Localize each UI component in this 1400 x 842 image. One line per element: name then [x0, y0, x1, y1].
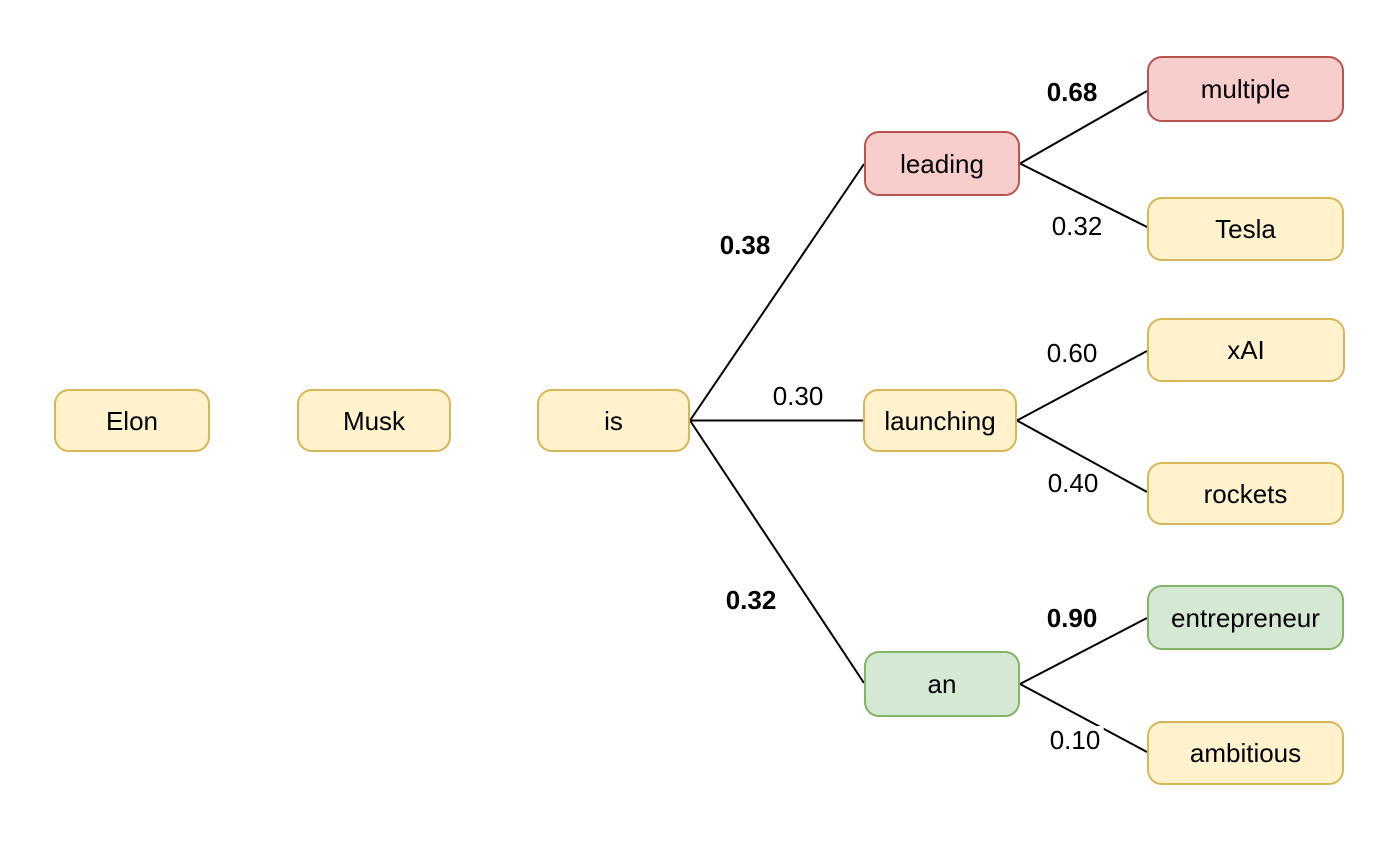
- edge-leading-multiple: [1019, 90, 1148, 165]
- edge-an-ambitious: [1019, 683, 1148, 753]
- edge-label-is-an: 0.32: [722, 586, 780, 614]
- node-tesla: Tesla: [1147, 197, 1344, 261]
- edge-label-launching-rockets: 0.40: [1044, 469, 1102, 497]
- edge-label-an-ambitious: 0.10: [1046, 726, 1104, 754]
- node-an: an: [864, 651, 1020, 717]
- node-entrepreneur: entrepreneur: [1147, 585, 1344, 650]
- edge-an-entrepreneur: [1019, 617, 1148, 685]
- edge-is-an: [689, 419, 865, 684]
- node-launching: launching: [863, 389, 1017, 452]
- node-elon: Elon: [54, 389, 210, 452]
- edge-label-leading-tesla: 0.32: [1048, 212, 1106, 240]
- edge-label-is-leading: 0.38: [716, 231, 774, 259]
- edge-leading-tesla: [1019, 162, 1148, 228]
- edge-label-is-launching: 0.30: [769, 382, 827, 410]
- node-musk: Musk: [297, 389, 451, 452]
- node-multiple: multiple: [1147, 56, 1344, 122]
- node-is: is: [537, 389, 690, 452]
- node-ambitious: ambitious: [1147, 721, 1344, 785]
- node-xai: xAI: [1147, 318, 1345, 382]
- edge-is-leading: [689, 163, 865, 422]
- node-rockets: rockets: [1147, 462, 1344, 525]
- edge-label-leading-multiple: 0.68: [1043, 78, 1101, 106]
- node-leading: leading: [864, 131, 1020, 196]
- edge-label-an-entrepreneur: 0.90: [1043, 604, 1101, 632]
- edge-label-launching-xai: 0.60: [1043, 339, 1101, 367]
- edge-launching-rockets: [1016, 419, 1148, 493]
- edge-launching-xai: [1016, 350, 1148, 422]
